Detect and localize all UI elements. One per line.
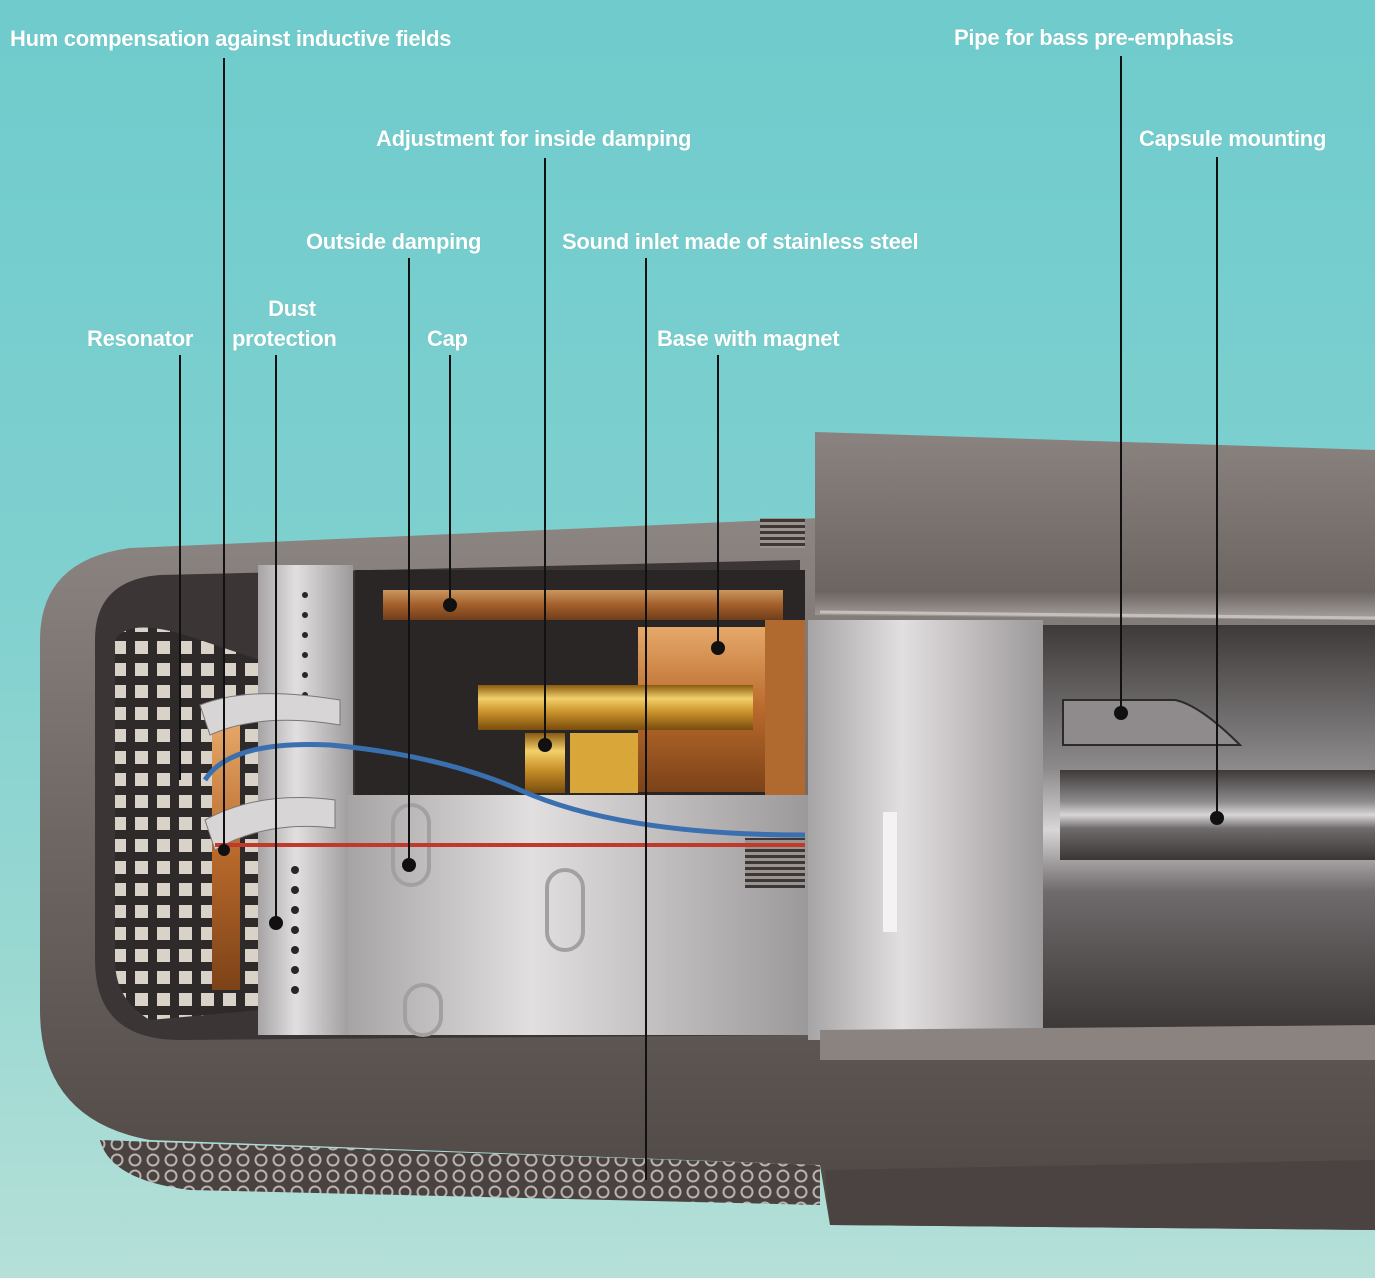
label-dust-line2: protection xyxy=(232,326,337,351)
adjustment-nut xyxy=(570,733,638,793)
label-sound-inlet: Sound inlet made of stainless steel xyxy=(562,229,919,254)
damping-slot-2 xyxy=(545,868,585,952)
label-bass-pipe: Pipe for bass pre-emphasis xyxy=(954,25,1234,50)
braided-bottom-edge xyxy=(100,1140,820,1205)
leader-lines xyxy=(179,56,1224,1180)
dust-perforations xyxy=(291,592,308,994)
lower-flange xyxy=(820,1025,1375,1060)
collar-highlight xyxy=(883,812,897,932)
label-adjustment-damping: Adjustment for inside damping xyxy=(376,126,692,151)
upper-clamp xyxy=(199,693,341,736)
upper-screw xyxy=(760,518,805,548)
label-outside-damping: Outside damping xyxy=(306,229,482,254)
brass-rod xyxy=(478,685,753,730)
label-dust-line1: Dust xyxy=(268,296,316,321)
magnet-rings xyxy=(765,620,805,800)
bass-pipe xyxy=(1062,699,1243,746)
top-cover xyxy=(815,432,1375,620)
label-capsule-mounting: Capsule mounting xyxy=(1139,126,1327,151)
label-cap: Cap xyxy=(427,326,468,351)
bottom-block xyxy=(825,1160,1375,1230)
label-resonator: Resonator xyxy=(87,326,194,351)
collar xyxy=(808,620,1043,1040)
blue-wire xyxy=(202,741,806,838)
label-hum-compensation: Hum compensation against inductive field… xyxy=(10,26,452,51)
label-base-magnet: Base with magnet xyxy=(657,326,840,351)
lower-clamp xyxy=(204,797,336,851)
damping-slot-3 xyxy=(403,983,443,1037)
